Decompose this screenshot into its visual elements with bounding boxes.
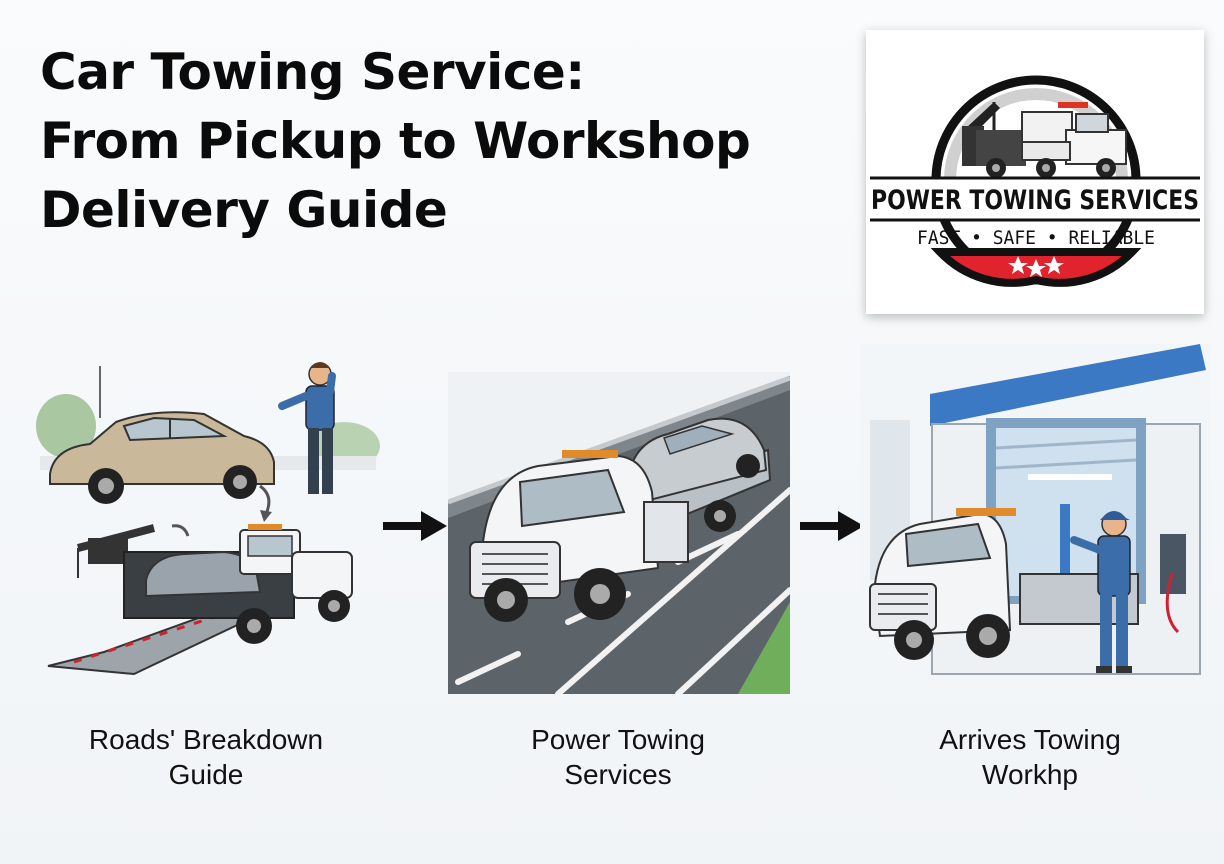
right-arrow-icon [800,509,864,548]
step-2-illustration [448,372,790,694]
step-1-caption: Roads' Breakdown Guide [46,722,366,792]
tow-truck-logo-icon [962,102,1127,178]
logo-brand-text: POWER TOWING SERVICES [871,185,1199,216]
step-3-illustration [860,344,1210,684]
mechanic-figure [1070,511,1132,673]
step-1-caption-line-1: Roads' Breakdown [88,724,324,755]
driver-figure [278,362,336,494]
star-icons [1008,256,1064,277]
step-2-caption: Power Towing Services [458,722,778,792]
step-2-caption-line-1: Power Towing [531,724,705,755]
step-3-caption-line-1: Arrives Towing [939,724,1121,755]
step-1-illustration [34,356,380,696]
step-3-caption-line-2: Workhp [982,759,1078,790]
right-arrow-icon [383,509,447,548]
title-line-3: Delivery Guide [40,181,448,239]
page-title: Car Towing Service: From Pickup to Works… [40,38,860,245]
step-1-caption-line-2: Guide [168,759,244,790]
step-3-caption: Arrives Towing Workhp [870,722,1190,792]
title-line-1: Car Towing Service: [40,43,585,101]
title-line-2: From Pickup to Workshop [40,112,751,170]
logo-tagline-text: FAST • SAFE • RELIABLE [917,227,1155,249]
step-2-caption-line-2: Services [564,759,672,790]
company-logo: POWER TOWING SERVICES FAST • SAFE • RELI… [866,30,1204,314]
